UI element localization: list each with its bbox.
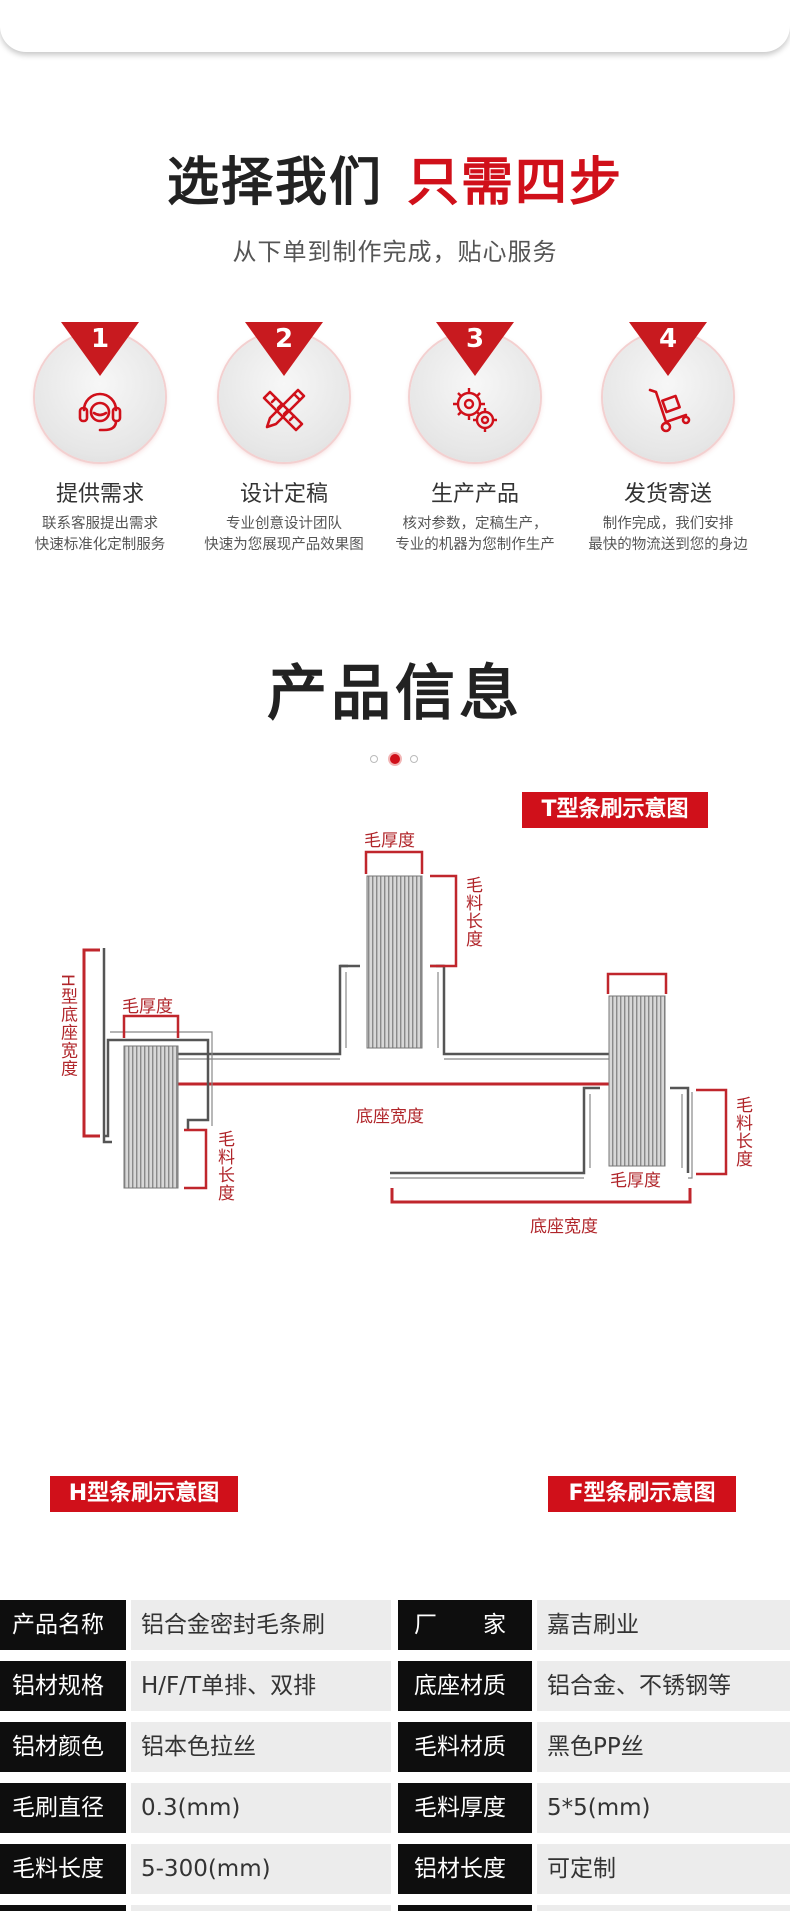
step-desc-line1: 制作完成，我们安排 xyxy=(602,516,734,532)
product-info-title: 产品信息 xyxy=(267,659,523,729)
table-row: 毛料长度 5-300(mm) 铝材长度 可定制 xyxy=(0,1844,790,1894)
spec-key: 铝材颜色 xyxy=(0,1722,126,1772)
design-tools-icon xyxy=(262,388,306,432)
step-desc-line1: 核对参数，定稿生产， xyxy=(402,516,548,532)
carousel-dot-active[interactable] xyxy=(388,752,402,766)
step-number: 2 xyxy=(274,324,294,354)
h-hair-thickness-label: 毛厚度 xyxy=(122,997,173,1017)
spec-key xyxy=(0,1905,126,1911)
spec-key: 毛料材质 xyxy=(398,1722,532,1772)
spec-key: 毛刷直径 xyxy=(0,1783,126,1833)
table-row: 铝材颜色 铝本色拉丝 毛料材质 黑色PP丝 xyxy=(0,1722,790,1772)
table-row-partial xyxy=(0,1905,790,1911)
t-hair-thickness-label: 毛厚度 xyxy=(364,831,415,851)
spec-value: 5*5(mm) xyxy=(537,1783,790,1833)
step-2: 2 设计定稿 专业创意设计团队快速为您展现产品效果图 xyxy=(186,322,382,556)
steps-title-black: 选择我们 xyxy=(166,153,383,213)
spec-value: 黑色PP丝 xyxy=(537,1722,790,1772)
f-hair-thickness-label: 毛厚度 xyxy=(610,1171,661,1191)
step-desc-line1: 联系客服提出需求 xyxy=(42,516,158,532)
f-type-label: F型条刷示意图 xyxy=(548,1476,736,1512)
diagram-drawing xyxy=(82,850,728,1204)
step-number: 4 xyxy=(658,324,678,354)
f-type-diagram xyxy=(390,972,728,1204)
steps-subtitle: 从下单到制作完成，贴心服务 xyxy=(232,238,558,266)
step-3: 3 生产产品 核对参数，定稿生产， 专业的机器为您制作生产 xyxy=(377,322,573,556)
step-number: 3 xyxy=(465,324,485,354)
step-desc-line2: 快速为您展现产品效果图 xyxy=(204,537,364,553)
step-desc-line2: 专业的机器为您制作生产 xyxy=(395,537,555,553)
h-type-diagram xyxy=(82,948,213,1190)
steps-title-red: 只需四步 xyxy=(407,153,624,213)
h-hair-length-label: 毛料长度 xyxy=(214,1130,234,1202)
spec-value xyxy=(131,1905,391,1911)
spec-value: 铝合金密封毛条刷 xyxy=(131,1600,391,1650)
brush-diagrams: T型条刷示意图 毛厚度 毛料长度 底座宽度 H型底座宽度 毛厚度 毛料长度 H型… xyxy=(0,780,790,1520)
spec-key: 毛料长度 xyxy=(0,1844,126,1894)
step-desc-line1: 专业创意设计团队 xyxy=(226,516,342,532)
step-title: 生产产品 xyxy=(430,482,519,507)
spec-value: 0.3(mm) xyxy=(131,1783,391,1833)
h-type-label: H型条刷示意图 xyxy=(50,1476,238,1512)
carousel-dot[interactable] xyxy=(370,755,378,763)
table-row: 毛刷直径 0.3(mm) 毛料厚度 5*5(mm) xyxy=(0,1783,790,1833)
spec-key: 铝材长度 xyxy=(398,1844,532,1894)
step-title: 发货寄送 xyxy=(623,482,712,507)
spec-value xyxy=(537,1905,790,1911)
f-hair-length-label: 毛料长度 xyxy=(732,1096,752,1168)
spec-key: 铝材规格 xyxy=(0,1661,126,1711)
step-desc-line2: 最快的物流送到您的身边 xyxy=(588,537,748,553)
spec-value: 嘉吉刷业 xyxy=(537,1600,790,1650)
spec-value: 5-300(mm) xyxy=(131,1844,391,1894)
h-base-width-label: H型底座宽度 xyxy=(57,974,77,1078)
step-desc-line2: 快速标准化定制服务 xyxy=(34,537,166,553)
carousel-dot[interactable] xyxy=(410,755,418,763)
step-1: 1 提供需求 联系客服提出需求快速标准化定制服务 xyxy=(2,322,198,556)
table-row: 产品名称 铝合金密封毛条刷 厂 家 嘉吉刷业 xyxy=(0,1600,790,1650)
f-base-width-label: 底座宽度 xyxy=(530,1217,598,1237)
gears-icon xyxy=(453,388,497,432)
spec-value: 可定制 xyxy=(537,1844,790,1894)
carousel-dots xyxy=(368,752,428,766)
step-title: 提供需求 xyxy=(55,482,144,507)
spec-key xyxy=(398,1905,532,1911)
headset-icon xyxy=(78,392,122,432)
spec-value: 铝本色拉丝 xyxy=(131,1722,391,1772)
t-hair-length-label: 毛料长度 xyxy=(462,876,482,948)
step-4: 4 发货寄送 制作完成，我们安排最快的物流送到您的身边 xyxy=(570,322,766,556)
top-card xyxy=(0,0,790,52)
spec-key: 厂 家 xyxy=(398,1600,532,1650)
spec-value: 铝合金、不锈钢等 xyxy=(537,1661,790,1711)
t-base-width-label: 底座宽度 xyxy=(356,1107,424,1127)
table-row: 铝材规格 H/F/T单排、双排 底座材质 铝合金、不锈钢等 xyxy=(0,1661,790,1711)
t-type-diagram xyxy=(146,850,644,1086)
spec-key: 毛料厚度 xyxy=(398,1783,532,1833)
t-type-label: T型条刷示意图 xyxy=(522,792,708,828)
spec-key: 底座材质 xyxy=(398,1661,532,1711)
step-number: 1 xyxy=(90,324,110,354)
hand-truck-icon xyxy=(648,388,691,433)
spec-value: H/F/T单排、双排 xyxy=(131,1661,391,1711)
spec-key: 产品名称 xyxy=(0,1600,126,1650)
steps-title: 选择我们只需四步 xyxy=(0,140,790,215)
step-title: 设计定稿 xyxy=(239,482,328,507)
